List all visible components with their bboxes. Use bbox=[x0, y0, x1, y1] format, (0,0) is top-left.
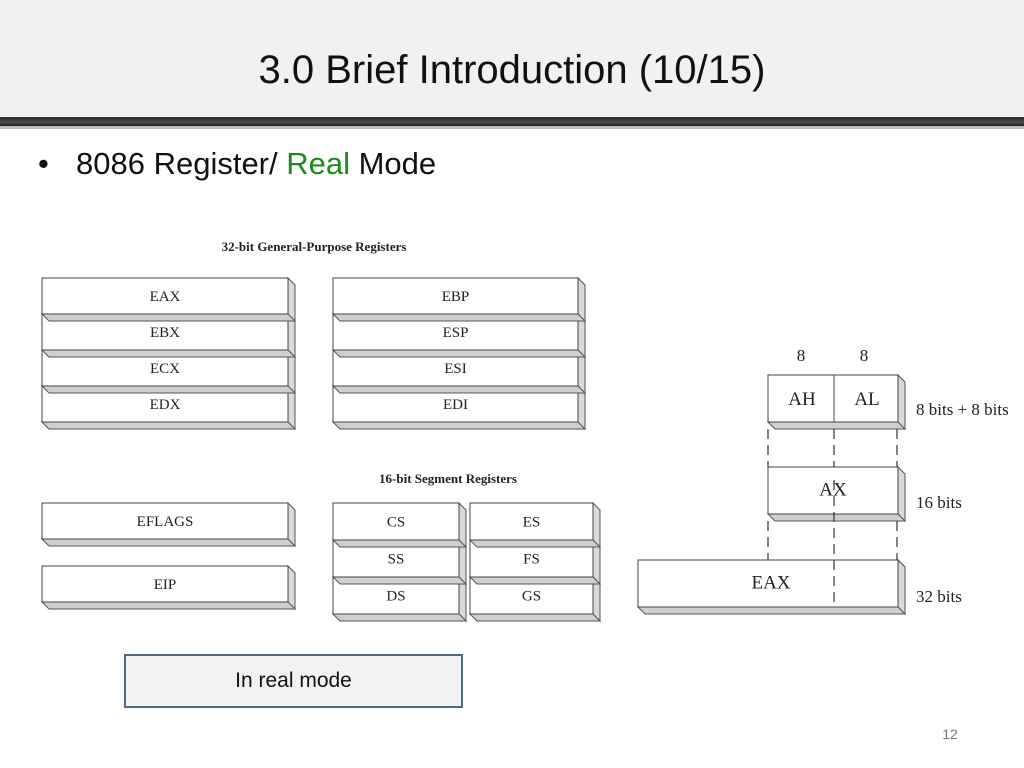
register-ah-label: AH bbox=[788, 389, 816, 410]
register-edi-label: EDI bbox=[443, 397, 468, 413]
segment-register-es-bottom bbox=[468, 539, 602, 548]
register-ecx-label: ECX bbox=[150, 361, 180, 377]
register-al-label: AL bbox=[854, 389, 879, 410]
segment-register-cs-bottom bbox=[331, 539, 468, 548]
segment-register-ds-label: DS bbox=[386, 589, 405, 605]
bullet-dot-icon: • bbox=[38, 146, 49, 181]
register-esi-bottom bbox=[331, 385, 587, 394]
register-ax-split-face bbox=[767, 374, 899, 423]
bullet-text-prefix: 8086 Register/ bbox=[76, 146, 287, 181]
register-esi-label: ESI bbox=[444, 361, 467, 377]
title-band bbox=[0, 0, 1024, 116]
register-ebx-label: EBX bbox=[150, 325, 180, 341]
register-edi-bottom bbox=[331, 421, 587, 430]
bullet-text-highlight: Real bbox=[286, 146, 350, 181]
segment-registers-heading: 16-bit Segment Registers bbox=[379, 471, 517, 486]
segment-register-fs-label: FS bbox=[523, 552, 540, 568]
segment-register-ss-label: SS bbox=[388, 552, 405, 568]
register-ax-label: AX bbox=[819, 480, 847, 501]
segment-register-gs-label: GS bbox=[522, 589, 541, 605]
segment-register-gs-bottom bbox=[468, 613, 602, 622]
register-ax-bottom bbox=[766, 513, 907, 522]
register-eflags-face bbox=[41, 502, 289, 540]
register-ecx-bottom bbox=[40, 385, 297, 394]
register-ebp-face bbox=[332, 277, 579, 315]
register-ebx-bottom bbox=[40, 349, 297, 358]
register-eflags-bottom bbox=[40, 538, 297, 547]
segment-register-cs-face bbox=[332, 502, 460, 541]
bits-32-label: 32 bits bbox=[916, 587, 962, 606]
bits-8-plus-8-label: 8 bits + 8 bits bbox=[916, 400, 1009, 419]
bullet-item: • 8086 Register/ Real Mode bbox=[38, 146, 436, 182]
bits-16-label: 16 bits bbox=[916, 493, 962, 512]
gp-registers-heading: 32-bit General-Purpose Registers bbox=[222, 239, 407, 254]
slide-title: 3.0 Brief Introduction (10/15) bbox=[258, 48, 766, 92]
title-rule-shadow bbox=[0, 126, 1024, 129]
segment-register-cs-label: CS bbox=[387, 515, 405, 531]
bullet-text-suffix: Mode bbox=[350, 146, 437, 181]
segment-register-es-face bbox=[469, 502, 594, 541]
ah-bit-width: 8 bbox=[797, 346, 806, 365]
register-esp-bottom bbox=[331, 349, 587, 358]
register-edx-bottom bbox=[40, 421, 297, 430]
register-ebp-label: EBP bbox=[442, 289, 470, 305]
segment-register-ss-bottom bbox=[331, 576, 468, 585]
segment-register-ds-bottom bbox=[331, 613, 468, 622]
register-ebp-bottom bbox=[331, 313, 587, 322]
title-rule bbox=[0, 117, 1024, 126]
register-eax-full-face bbox=[637, 559, 899, 608]
register-ax-side bbox=[897, 465, 906, 523]
segment-register-fs-bottom bbox=[468, 576, 602, 585]
register-ax-split-bottom bbox=[766, 421, 907, 430]
al-bit-width: 8 bbox=[860, 346, 869, 365]
register-edx-label: EDX bbox=[150, 397, 181, 413]
register-eax-face bbox=[41, 277, 289, 315]
register-eax-label: EAX bbox=[150, 289, 181, 305]
register-eax-bottom bbox=[40, 313, 297, 322]
register-ax-split-side bbox=[897, 373, 906, 431]
register-eip-face bbox=[41, 565, 289, 603]
register-esp-label: ESP bbox=[443, 325, 469, 341]
register-eip-bottom bbox=[40, 601, 297, 610]
page-number: 12 bbox=[942, 726, 958, 742]
register-eax-full-label: EAX bbox=[751, 573, 790, 594]
caption-box: In real mode bbox=[124, 654, 463, 708]
register-eflags-label: EFLAGS bbox=[137, 514, 194, 530]
register-eax-full-side bbox=[897, 558, 906, 616]
segment-register-es-label: ES bbox=[523, 515, 541, 531]
caption-text: In real mode bbox=[235, 669, 352, 692]
register-eip-label: EIP bbox=[154, 577, 177, 593]
register-ax-face bbox=[767, 466, 899, 515]
register-eax-full-bottom bbox=[636, 606, 907, 615]
